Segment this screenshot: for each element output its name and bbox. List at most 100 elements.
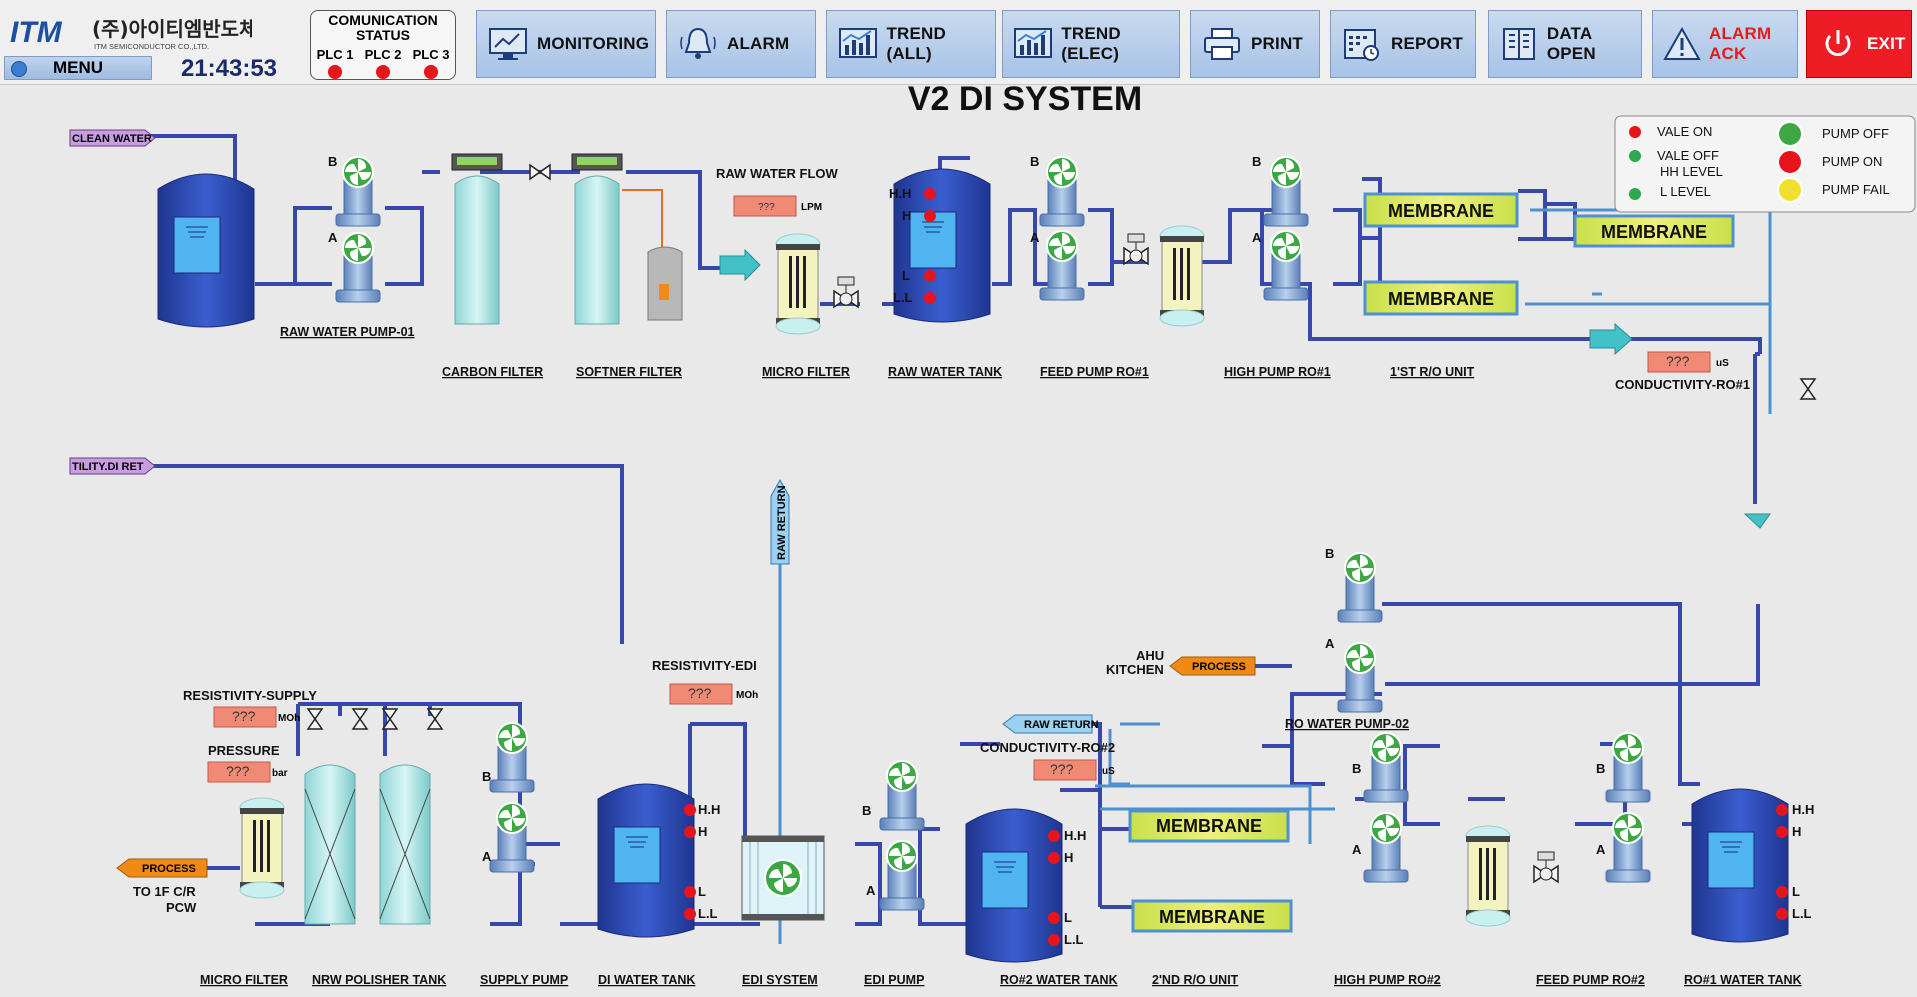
clean-water-tag: CLEAN WATER xyxy=(69,129,156,147)
plc1-status: PLC 1 xyxy=(317,47,353,82)
edi-pump-a[interactable] xyxy=(879,840,925,911)
svg-text:B: B xyxy=(1252,154,1261,169)
svg-text:MEMBRANE: MEMBRANE xyxy=(1156,816,1262,836)
ro2-micro-filter xyxy=(1465,825,1511,927)
ro1-outlet-arrow xyxy=(1589,322,1633,356)
raw-return-tag: RAW RETURN xyxy=(1002,714,1099,734)
svg-text:H: H xyxy=(902,208,911,223)
ro1-tank-inlet-arrow xyxy=(1743,513,1771,529)
supply-pump-a[interactable] xyxy=(489,802,535,873)
membrane-ro2-bottom: MEMBRANE xyxy=(1131,899,1293,933)
polisher-valve-4[interactable] xyxy=(427,708,443,730)
resistivity-edi-value: ??? xyxy=(688,685,712,701)
svg-text:MEMBRANE: MEMBRANE xyxy=(1601,222,1707,242)
conductivity-ro1-unit: uS xyxy=(1716,358,1729,369)
high-pump-ro1-b[interactable] xyxy=(1263,156,1309,227)
svg-text:PROCESS: PROCESS xyxy=(1192,661,1246,673)
pressure-label: PRESSURE xyxy=(208,743,280,758)
power-icon xyxy=(1815,23,1861,65)
high-pump-ro2-a[interactable] xyxy=(1363,812,1409,883)
svg-text:L: L xyxy=(698,884,706,899)
supply-pump-b[interactable] xyxy=(489,722,535,793)
conductivity-ro1-label: CONDUCTIVITY-RO#1 xyxy=(1615,377,1750,392)
svg-text:PUMP ON: PUMP ON xyxy=(1822,154,1882,169)
polisher-valve-1[interactable] xyxy=(307,708,323,730)
bell-icon xyxy=(675,23,721,65)
ro-water-pump-02-a[interactable] xyxy=(1337,642,1383,713)
alarm-label: ALARM xyxy=(727,34,790,53)
page-title: V2 DI SYSTEM xyxy=(907,80,1143,118)
raw-water-tank-levels: H.H H L L.L xyxy=(889,186,936,305)
plc1-indicator xyxy=(328,65,342,79)
svg-text:H.H: H.H xyxy=(1792,802,1814,817)
warning-icon xyxy=(1661,23,1703,65)
resistivity-edi-value-box xyxy=(669,683,733,705)
comm-status-line-1: COMUNICATION xyxy=(328,12,438,28)
raw-water-pump-a[interactable] xyxy=(335,232,381,303)
raw-water-flow-unit: LPM xyxy=(801,202,822,213)
edi-pump-b[interactable] xyxy=(879,760,925,831)
plc2-label: PLC 2 xyxy=(364,47,402,62)
resistivity-supply-value-box xyxy=(213,706,277,728)
trend-elec-button[interactable]: TREND (ELEC) xyxy=(1002,10,1180,78)
feed-pump-ro1-control-valve[interactable] xyxy=(1123,233,1149,265)
svg-text:H.H: H.H xyxy=(698,802,720,817)
comm-status-line-2: STATUS xyxy=(356,27,410,43)
svg-text:A: A xyxy=(866,883,876,898)
carbon-filter-valve[interactable] xyxy=(529,164,551,180)
micro-filter-bottom xyxy=(239,797,285,899)
polisher-valve-2[interactable] xyxy=(352,708,368,730)
menu-button[interactable]: MENU xyxy=(4,56,152,80)
membrane-ro1-final: MEMBRANE xyxy=(1573,214,1735,248)
feed-pump-ro1-a[interactable] xyxy=(1039,230,1085,301)
comm-status-title: COMUNICATION STATUS xyxy=(311,13,455,43)
alarm-ack-button[interactable]: ALARM ACK xyxy=(1652,10,1798,78)
feed-pump-ro1-b[interactable] xyxy=(1039,156,1085,227)
ro-water-pump-02-b[interactable] xyxy=(1337,552,1383,623)
high-pump-ro2-b[interactable] xyxy=(1363,732,1409,803)
clock: 21:43:53 xyxy=(180,55,278,82)
svg-text:A: A xyxy=(482,849,492,864)
micro-filter-control-valve[interactable] xyxy=(833,276,859,308)
alarm-button[interactable]: ALARM xyxy=(666,10,816,78)
conductivity-ro2-value-box xyxy=(1033,759,1097,781)
resistivity-edi-label: RESISTIVITY-EDI xyxy=(652,658,757,673)
high-pump-ro1-a[interactable] xyxy=(1263,230,1309,301)
alarm-ack-label: ALARM ACK xyxy=(1709,24,1772,63)
svg-text:H: H xyxy=(1064,850,1073,865)
plc2-status: PLC 2 xyxy=(364,47,402,82)
nrw-polisher-tank-label: NRW POLISHER TANK xyxy=(312,973,446,987)
report-button[interactable]: REPORT xyxy=(1330,10,1476,78)
svg-text:L LEVEL: L LEVEL xyxy=(1660,184,1711,199)
ro1-unit-label: 1'ST R/O UNIT xyxy=(1390,365,1475,379)
ro1-micro-filter xyxy=(1159,225,1205,327)
report-label: REPORT xyxy=(1391,34,1464,53)
raw-water-pump-b-label: B xyxy=(328,154,337,169)
raw-water-pump-b[interactable] xyxy=(335,156,381,227)
feed-pump-ro2-control-valve[interactable] xyxy=(1533,851,1559,883)
svg-text:MEMBRANE: MEMBRANE xyxy=(1388,289,1494,309)
pressure-value-box xyxy=(207,761,271,783)
raw-water-flow-label: RAW WATER FLOW xyxy=(716,166,839,181)
raw-water-tank-label: RAW WATER TANK xyxy=(888,365,1002,379)
binder-icon xyxy=(1497,23,1541,65)
print-button[interactable]: PRINT xyxy=(1190,10,1320,78)
edi-system-unit[interactable] xyxy=(741,835,825,921)
supply-pump-label: SUPPLY PUMP xyxy=(480,973,568,987)
plc3-label: PLC 3 xyxy=(412,47,450,62)
logo-brand: ITM xyxy=(10,16,63,49)
logo-sub: ITM SEMICONDUCTOR CO.,LTD. xyxy=(94,42,209,51)
resistivity-supply-value: ??? xyxy=(232,708,256,724)
svg-text:VALE ON: VALE ON xyxy=(1657,124,1712,139)
data-open-button[interactable]: DATA OPEN xyxy=(1488,10,1642,78)
svg-text:B: B xyxy=(862,803,871,818)
company-logo: ITM (주)아이티엠반도체 ITM SEMICONDUCTOR CO.,LTD… xyxy=(4,8,257,52)
plc2-indicator xyxy=(376,65,390,79)
carbon-filter xyxy=(451,153,503,325)
svg-text:A: A xyxy=(1252,230,1262,245)
trend-all-button[interactable]: TREND (ALL) xyxy=(826,10,996,78)
monitoring-button[interactable]: MONITORING xyxy=(476,10,656,78)
resistivity-supply-label: RESISTIVITY-SUPPLY xyxy=(183,688,317,703)
drain-valve[interactable] xyxy=(1800,378,1816,400)
exit-button[interactable]: EXIT xyxy=(1806,10,1912,78)
